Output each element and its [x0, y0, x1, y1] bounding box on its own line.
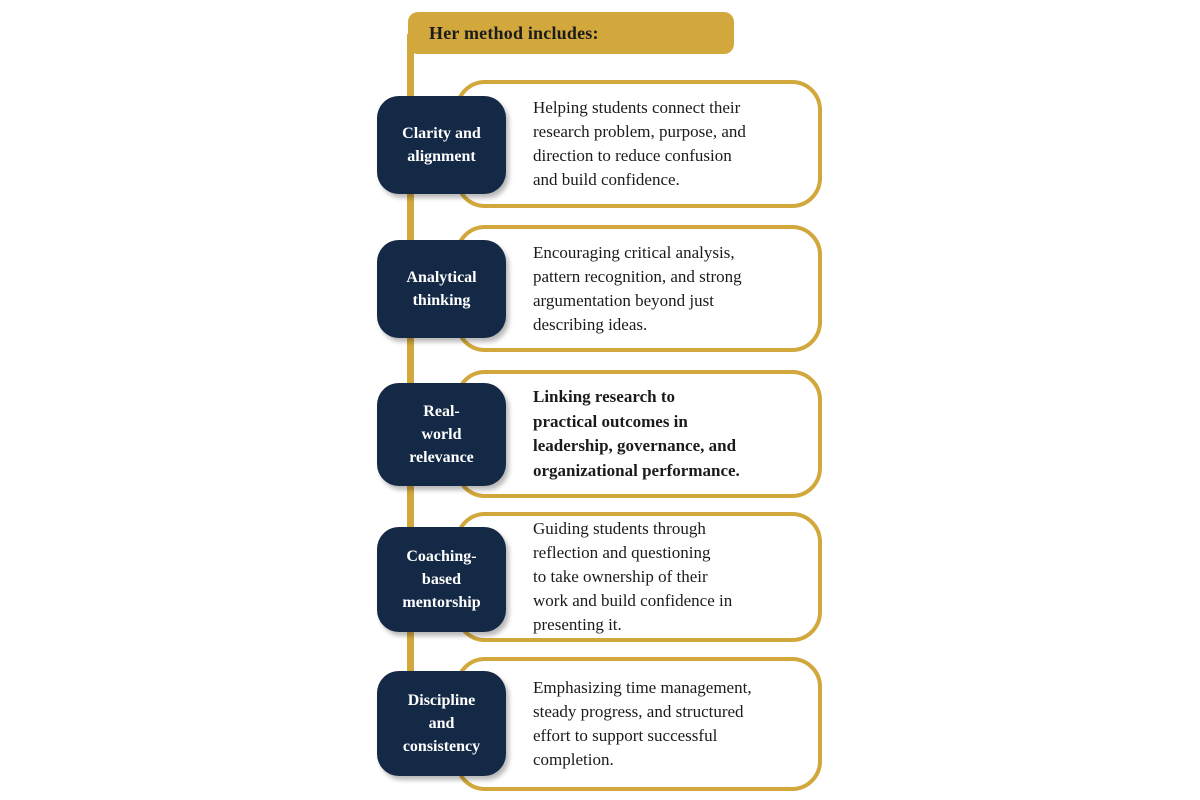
method-description-text: Linking research to practical outcomes i…: [533, 387, 740, 480]
method-description-box: Encouraging critical analysis, pattern r…: [455, 225, 822, 352]
method-label-box: Coaching- based mentorship: [377, 527, 506, 632]
header-banner: Her method includes:: [408, 12, 734, 54]
method-label-box: Clarity and alignment: [377, 96, 506, 194]
method-description-text: Emphasizing time management, steady prog…: [533, 678, 752, 769]
method-label-text: Clarity and alignment: [402, 125, 481, 165]
method-description-box: Helping students connect their research …: [455, 80, 822, 208]
method-label-text: Discipline and consistency: [402, 692, 481, 755]
method-label-text: Coaching- based mentorship: [402, 548, 481, 611]
method-description-text: Encouraging critical analysis, pattern r…: [533, 242, 742, 334]
method-label-text: Analytical thinking: [406, 269, 477, 309]
method-description-box: Emphasizing time management, steady prog…: [455, 657, 822, 791]
method-description-text: Helping students connect their research …: [533, 98, 746, 189]
method-label-box: Analytical thinking: [377, 240, 506, 338]
header-title: Her method includes:: [429, 22, 599, 43]
method-label-box: Real- world relevance: [377, 383, 506, 486]
method-description-box: Linking research to practical outcomes i…: [455, 370, 822, 498]
method-description-box: Guiding students through reflection and …: [455, 512, 822, 642]
method-label-box: Discipline and consistency: [377, 671, 506, 776]
connector-line: [407, 34, 414, 726]
method-label-text: Real- world relevance: [409, 403, 474, 466]
method-description-text: Guiding students through reflection and …: [533, 519, 733, 634]
